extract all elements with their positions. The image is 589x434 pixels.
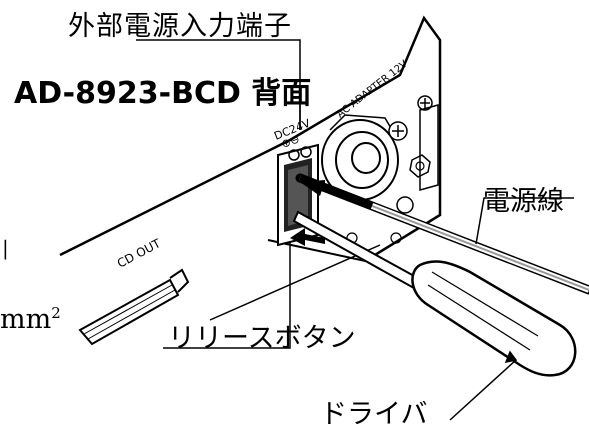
polarity-mark: ⊕⊖ xyxy=(280,132,302,151)
left-margin-mark: | xyxy=(2,236,9,260)
unit-fragment: mm2 xyxy=(0,304,61,335)
power-wire-label: 電源線 xyxy=(483,186,564,217)
screwdriver xyxy=(292,210,577,377)
panel-screws xyxy=(346,95,433,244)
driver-label: ドライバ xyxy=(320,399,428,430)
panel-slot xyxy=(419,104,439,191)
insert-arrows xyxy=(290,180,350,246)
unit-exponent: 2 xyxy=(51,304,61,322)
ac-adapter-jack xyxy=(321,114,399,201)
page-title: AD-8923-BCD 背面 xyxy=(14,76,312,111)
leader-lines xyxy=(136,39,574,421)
release-button-label: リリースボタン xyxy=(168,323,356,354)
panel-bottom-edge xyxy=(209,244,381,321)
external-power-terminal-label: 外部電源入力端子 xyxy=(68,11,292,42)
rear-panel-outline xyxy=(59,15,442,260)
ac-adapter-label: AC ADAPTER 12V xyxy=(335,59,410,121)
unit-text: mm xyxy=(0,304,52,335)
bcd-out-connector xyxy=(78,268,190,346)
bcd-out-label: CD OUT xyxy=(115,236,164,271)
